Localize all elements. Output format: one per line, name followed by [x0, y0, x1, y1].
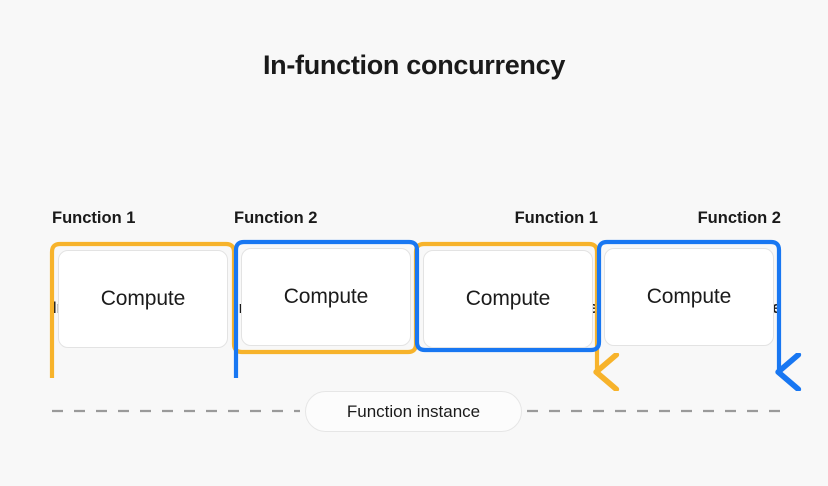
- compute-label: Compute: [646, 285, 732, 308]
- compute-box-3: Compute: [423, 250, 593, 348]
- function-instance-pill: Function instance: [305, 391, 522, 432]
- label-line-1: Function 1: [52, 209, 136, 227]
- orange-bracket-path: [49, 241, 597, 378]
- compute-box-1: Compute: [58, 250, 228, 348]
- compute-label: Compute: [100, 287, 186, 310]
- compute-label: Compute: [465, 287, 551, 310]
- compute-box-4: Compute: [604, 248, 774, 346]
- page-title: In-function concurrency: [262, 50, 566, 80]
- label-line-1: Function 1: [514, 209, 598, 227]
- label-line-1: Function 2: [697, 209, 781, 227]
- label-line-1: Function 2: [234, 209, 318, 227]
- compute-box-2: Compute: [241, 248, 411, 346]
- function-instance-label: Function instance: [346, 401, 481, 421]
- compute-label: Compute: [283, 285, 369, 308]
- blue-bracket-path: [233, 239, 779, 378]
